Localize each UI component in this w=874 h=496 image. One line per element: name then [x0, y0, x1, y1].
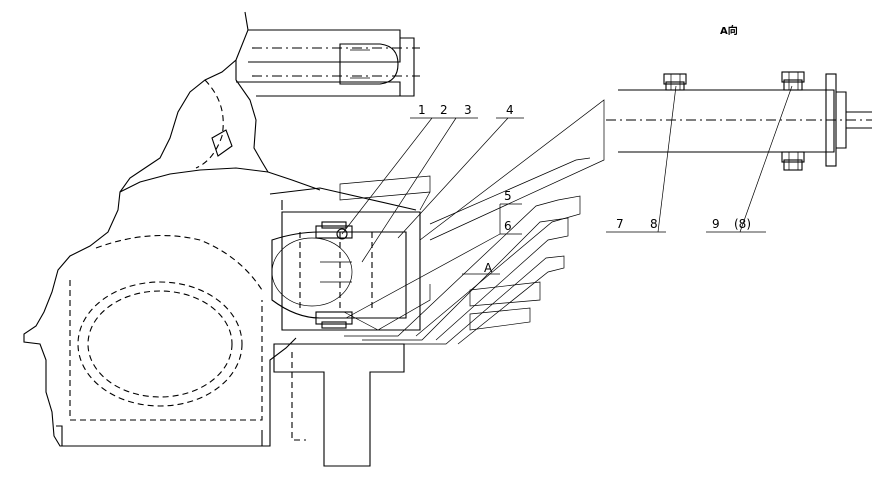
a-view-shaft — [606, 71, 872, 171]
callout-2: 2 — [440, 103, 448, 117]
callout-4: 4 — [506, 103, 514, 117]
callout-6: 6 — [504, 219, 512, 233]
callout-3: 3 — [464, 103, 472, 117]
callout-1: 1 — [418, 103, 426, 117]
leader-lines — [341, 85, 793, 319]
top-pin-assembly — [236, 29, 420, 97]
callout-7: 7 — [616, 217, 624, 231]
callout-5: 5 — [504, 189, 512, 203]
callout-8: 8 — [650, 217, 658, 231]
callout-labels: A向 1 2 3 4 5 6 A 7 8 9 (8) — [418, 24, 751, 275]
callout-9: 9 — [712, 217, 720, 231]
callout-9-note: (8) — [734, 217, 751, 231]
main-view-housing — [23, 11, 321, 447]
mount-block — [269, 187, 421, 467]
view-title: A向 — [720, 24, 738, 37]
section-marker: A — [484, 261, 493, 275]
plate-stack — [339, 99, 605, 345]
